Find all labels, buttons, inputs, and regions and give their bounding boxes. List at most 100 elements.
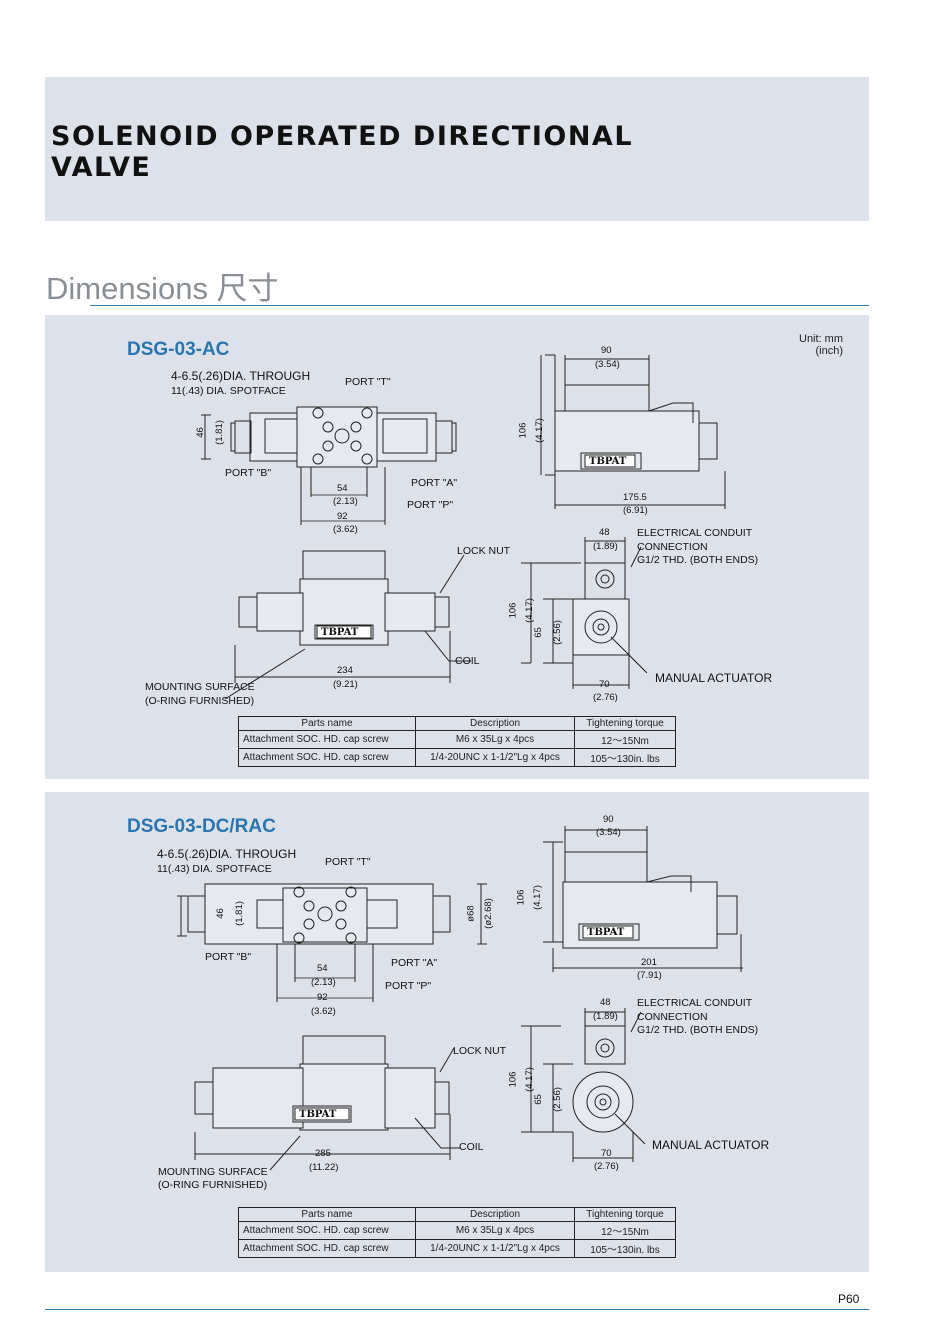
dim-w90-inch: (3.54) bbox=[596, 827, 621, 838]
dim-w90: 90 bbox=[603, 814, 614, 825]
port-b-label: PORT "B" bbox=[205, 951, 252, 963]
dim-w48-inch: (1.89) bbox=[593, 1011, 618, 1022]
front-view-drawing bbox=[224, 550, 471, 700]
dim-front-length-inch: (11.22) bbox=[309, 1162, 339, 1173]
side-view-drawing bbox=[543, 826, 743, 972]
parts-table: Parts name Description Tightening torque… bbox=[238, 1207, 676, 1258]
through-label: 4-6.5(.26)DIA. THROUGH bbox=[171, 369, 311, 383]
page-number: P60 bbox=[838, 1292, 860, 1306]
dim-w54-inch: (2.13) bbox=[333, 496, 358, 507]
manual-actuator-label: MANUAL ACTUATOR bbox=[652, 1138, 770, 1152]
table-header: Description bbox=[415, 716, 575, 731]
dim-h106b: 106 bbox=[507, 602, 519, 619]
table-cell: 105～130in. lbs bbox=[574, 748, 676, 767]
table-cell: 1/4-20UNC x 1-1/2"Lg x 4pcs bbox=[415, 1239, 575, 1258]
coil-label: COIL bbox=[459, 1141, 484, 1153]
table-header-row: Parts name Description Tightening torque bbox=[238, 1207, 676, 1222]
dim-w92: 92 bbox=[317, 992, 328, 1003]
table-row: Attachment SOC. HD. cap screw M6 x 35Lg … bbox=[238, 1221, 676, 1240]
table-cell: 12～15Nm bbox=[574, 1221, 676, 1240]
top-view-drawing bbox=[177, 883, 487, 1002]
dim-h106: 106 bbox=[515, 889, 527, 906]
title-banner: SOLENOID OPERATED DIRECTIONAL VALVE bbox=[45, 77, 869, 221]
brand-plates bbox=[316, 454, 636, 639]
dim-front-length: 285 bbox=[315, 1148, 331, 1159]
drawing-dsg-03-dc-rac bbox=[177, 826, 743, 1171]
title-line-1: SOLENOID OPERATED DIRECTIONAL bbox=[51, 121, 634, 152]
oring-label: (O-RING FURNISHED) bbox=[158, 1179, 268, 1191]
lock-nut-label: LOCK NUT bbox=[453, 1045, 507, 1057]
table-header: Parts name bbox=[238, 1207, 416, 1222]
dim-h106-inch: (4.17) bbox=[533, 418, 545, 443]
dim-front-length: 234 bbox=[337, 665, 353, 676]
dim-h65: 65 bbox=[532, 627, 544, 638]
table-header: Description bbox=[415, 1207, 575, 1222]
dim-h106-inch: (4.17) bbox=[531, 885, 543, 910]
dim-side-length: 201 bbox=[641, 957, 657, 968]
brand-mark-front: TBPAT bbox=[321, 627, 359, 638]
dim-h106b: 106 bbox=[507, 1071, 519, 1088]
port-t-label: PORT "T" bbox=[325, 856, 371, 868]
title-line-2: VALVE bbox=[51, 152, 152, 183]
panel-dsg-03-ac: DSG-03-AC Unit: mm (inch) 4-6.5(.26)DIA.… bbox=[45, 315, 869, 779]
table-cell: M6 x 35Lg x 4pcs bbox=[415, 730, 575, 749]
drawing-dsg-03-ac bbox=[201, 354, 726, 700]
parts-table: Parts name Description Tightening torque… bbox=[238, 716, 676, 767]
dim-side-length: 175.5 bbox=[623, 492, 647, 503]
dim-w70-inch: (2.76) bbox=[594, 1161, 619, 1172]
unit-inch: (inch) bbox=[815, 345, 843, 357]
section-title: Dimensions 尺寸 bbox=[46, 271, 279, 306]
page-title: SOLENOID OPERATED DIRECTIONAL VALVE bbox=[51, 121, 633, 183]
dim-h46-inch: (1.81) bbox=[213, 420, 225, 445]
dim-w48: 48 bbox=[599, 527, 610, 538]
brand-plates bbox=[294, 925, 634, 1121]
lock-nut-label: LOCK NUT bbox=[457, 545, 511, 557]
dim-h106: 106 bbox=[517, 422, 529, 439]
port-a-label: PORT "A" bbox=[391, 957, 438, 969]
table-row: Attachment SOC. HD. cap screw 1/4-20UNC … bbox=[238, 748, 676, 767]
dim-w54: 54 bbox=[317, 963, 328, 974]
table-header-row: Parts name Description Tightening torque bbox=[238, 716, 676, 731]
table-cell: Attachment SOC. HD. cap screw bbox=[238, 1239, 416, 1258]
electrical-conduit-label: ELECTRICAL CONDUIT bbox=[637, 527, 753, 539]
brand-mark-side: TBPAT bbox=[589, 456, 627, 467]
port-a-label: PORT "A" bbox=[411, 477, 458, 489]
dim-w92: 92 bbox=[337, 511, 348, 522]
dim-h65-inch: (2.56) bbox=[551, 620, 563, 645]
dim-h46: 46 bbox=[214, 908, 226, 919]
dim-w70-inch: (2.76) bbox=[593, 692, 618, 703]
panel-dsg-03-dc-rac: DSG-03-DC/RAC 4-6.5(.26)DIA. THROUGH 11(… bbox=[45, 792, 869, 1272]
dim-w92-inch: (3.62) bbox=[333, 524, 358, 535]
brand-mark-front: TBPAT bbox=[299, 1109, 337, 1120]
dim-w90: 90 bbox=[601, 345, 612, 356]
table-cell: 12～15Nm bbox=[574, 730, 676, 749]
table-cell: Attachment SOC. HD. cap screw bbox=[238, 1221, 416, 1240]
dim-w90-inch: (3.54) bbox=[595, 359, 620, 370]
dim-h65: 65 bbox=[532, 1094, 544, 1105]
dim-front-length-inch: (9.21) bbox=[333, 679, 358, 690]
dim-h106b-inch: (4.17) bbox=[523, 1067, 535, 1092]
port-p-label: PORT "P" bbox=[407, 499, 454, 511]
section-rule bbox=[90, 305, 869, 306]
dim-w92-inch: (3.62) bbox=[311, 1006, 336, 1017]
through-label: 4-6.5(.26)DIA. THROUGH bbox=[157, 847, 297, 861]
table-row: Attachment SOC. HD. cap screw 1/4-20UNC … bbox=[238, 1239, 676, 1258]
dim-h106b-inch: (4.17) bbox=[523, 598, 535, 623]
connection-label: CONNECTION bbox=[637, 541, 708, 553]
unit-note: Unit: mm (inch) bbox=[799, 333, 843, 357]
top-view-drawing bbox=[201, 406, 457, 525]
footer-rule bbox=[45, 1309, 869, 1310]
mounting-surface-label: MOUNTING SURFACE bbox=[158, 1166, 268, 1178]
dim-d68-inch: (ø2.68) bbox=[482, 898, 494, 929]
thread-label: G1/2 THD. (BOTH ENDS) bbox=[637, 554, 759, 566]
unit-mm: Unit: mm bbox=[799, 333, 843, 345]
port-p-label: PORT "P" bbox=[385, 980, 432, 992]
model-name: DSG-03-DC/RAC bbox=[127, 816, 276, 837]
table-cell: Attachment SOC. HD. cap screw bbox=[238, 730, 416, 749]
side-view-drawing bbox=[540, 354, 726, 509]
table-cell: 1/4-20UNC x 1-1/2"Lg x 4pcs bbox=[415, 748, 575, 767]
thread-label: G1/2 THD. (BOTH ENDS) bbox=[637, 1024, 759, 1036]
table-header: Tightening torque bbox=[574, 1207, 676, 1222]
dim-w54: 54 bbox=[337, 483, 348, 494]
table-header: Tightening torque bbox=[574, 716, 676, 731]
